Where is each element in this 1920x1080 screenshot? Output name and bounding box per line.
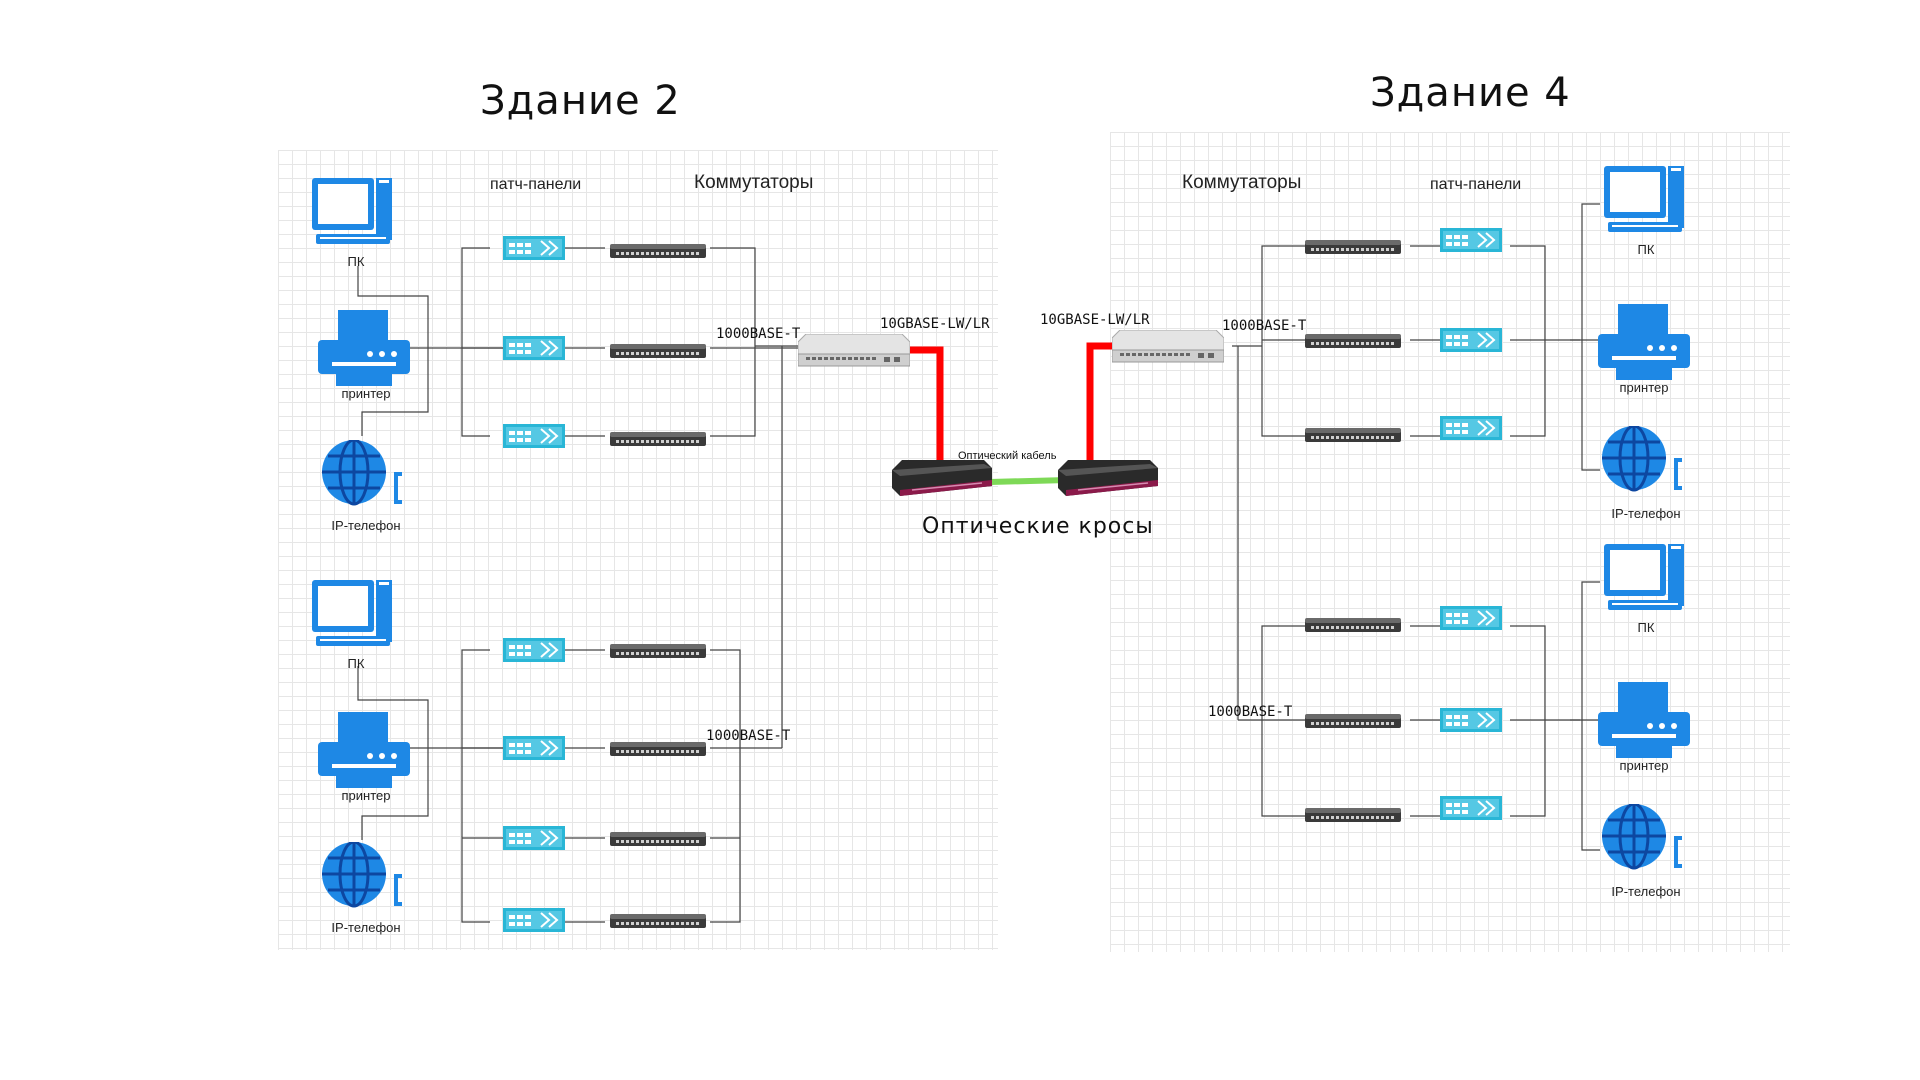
link-label-1000base-t: 1000BASE-T [706, 728, 791, 744]
ip-phone-label: IP-телефон [1611, 884, 1681, 899]
pc-icon [312, 580, 396, 650]
pc-label: ПК [347, 254, 365, 269]
patch-panel-icon [503, 826, 565, 850]
printer-label: принтер [341, 788, 391, 803]
patch-panels-header-left: патч-панели [490, 176, 582, 193]
link-label-1000base-t: 1000BASE-T [1208, 704, 1293, 720]
switch-icon [610, 832, 706, 848]
link-label-1000base-t: 1000BASE-T [1222, 318, 1307, 334]
link-label-1000base-t: 1000BASE-T [716, 326, 801, 342]
pc-icon [1604, 544, 1688, 614]
printer-icon [318, 310, 412, 388]
patch-panel-icon [1440, 606, 1502, 630]
building-2-title: Здание 2 [480, 78, 681, 124]
switch-icon [610, 914, 706, 930]
switch-icon [1305, 714, 1401, 730]
patch-panel-icon [503, 908, 565, 932]
grid-area-right [1110, 132, 1790, 952]
ip-phone-icon [1602, 426, 1686, 494]
patch-panel-icon [1440, 796, 1502, 820]
patch-panel-icon [1440, 228, 1502, 252]
ip-phone-icon [1602, 804, 1686, 872]
uplink-red-left [905, 346, 944, 462]
printer-icon [1598, 682, 1692, 760]
link-label-10gbase: 10GBASE-LW/LR [1040, 312, 1150, 328]
grid-area-left [278, 150, 998, 950]
core-switch-icon [798, 334, 910, 368]
switch-icon [1305, 618, 1401, 634]
ip-phone-label: IP-телефон [331, 518, 401, 533]
patch-panel-icon [503, 424, 565, 448]
switches-header-left: Коммутаторы [694, 172, 814, 193]
pc-icon [312, 178, 396, 248]
switch-icon [610, 344, 706, 360]
core-switch-icon [1112, 330, 1224, 364]
patch-panel-icon [1440, 708, 1502, 732]
switch-icon [1305, 334, 1401, 350]
printer-label: принтер [1619, 380, 1669, 395]
pc-label: ПК [1637, 620, 1655, 635]
pc-icon [1604, 166, 1688, 236]
switch-icon [610, 432, 706, 448]
ip-phone-icon [322, 842, 406, 910]
switch-icon [610, 742, 706, 758]
uplink-red-right [1086, 342, 1118, 462]
link-label-10gbase: 10GBASE-LW/LR [880, 316, 990, 332]
patch-panel-icon [1440, 328, 1502, 352]
patch-panel-icon [503, 336, 565, 360]
optical-cable-label: Оптический кабель [958, 450, 1057, 462]
switch-icon [1305, 428, 1401, 444]
switches-header-right: Коммутаторы [1182, 172, 1302, 193]
building-4-title: Здание 4 [1370, 70, 1571, 116]
pc-label: ПК [1637, 242, 1655, 257]
switch-icon [1305, 808, 1401, 824]
optical-cross-icon-left [892, 460, 992, 498]
ip-phone-label: IP-телефон [331, 920, 401, 935]
optical-crosses-label: Оптические кросы [922, 514, 1154, 539]
printer-label: принтер [341, 386, 391, 401]
switch-icon [1305, 240, 1401, 256]
patch-panel-icon [503, 638, 565, 662]
ip-phone-label: IP-телефон [1611, 506, 1681, 521]
switch-icon [610, 244, 706, 260]
switch-icon [610, 644, 706, 660]
patch-panel-icon [503, 236, 565, 260]
pc-label: ПК [347, 656, 365, 671]
printer-icon [318, 712, 412, 790]
patch-panel-icon [1440, 416, 1502, 440]
printer-label: принтер [1619, 758, 1669, 773]
patch-panels-header-right: патч-панели [1430, 176, 1522, 193]
optical-link-green [989, 477, 1069, 485]
patch-panel-icon [503, 736, 565, 760]
ip-phone-icon [322, 440, 406, 508]
printer-icon [1598, 304, 1692, 382]
optical-cross-icon-right [1058, 460, 1158, 498]
